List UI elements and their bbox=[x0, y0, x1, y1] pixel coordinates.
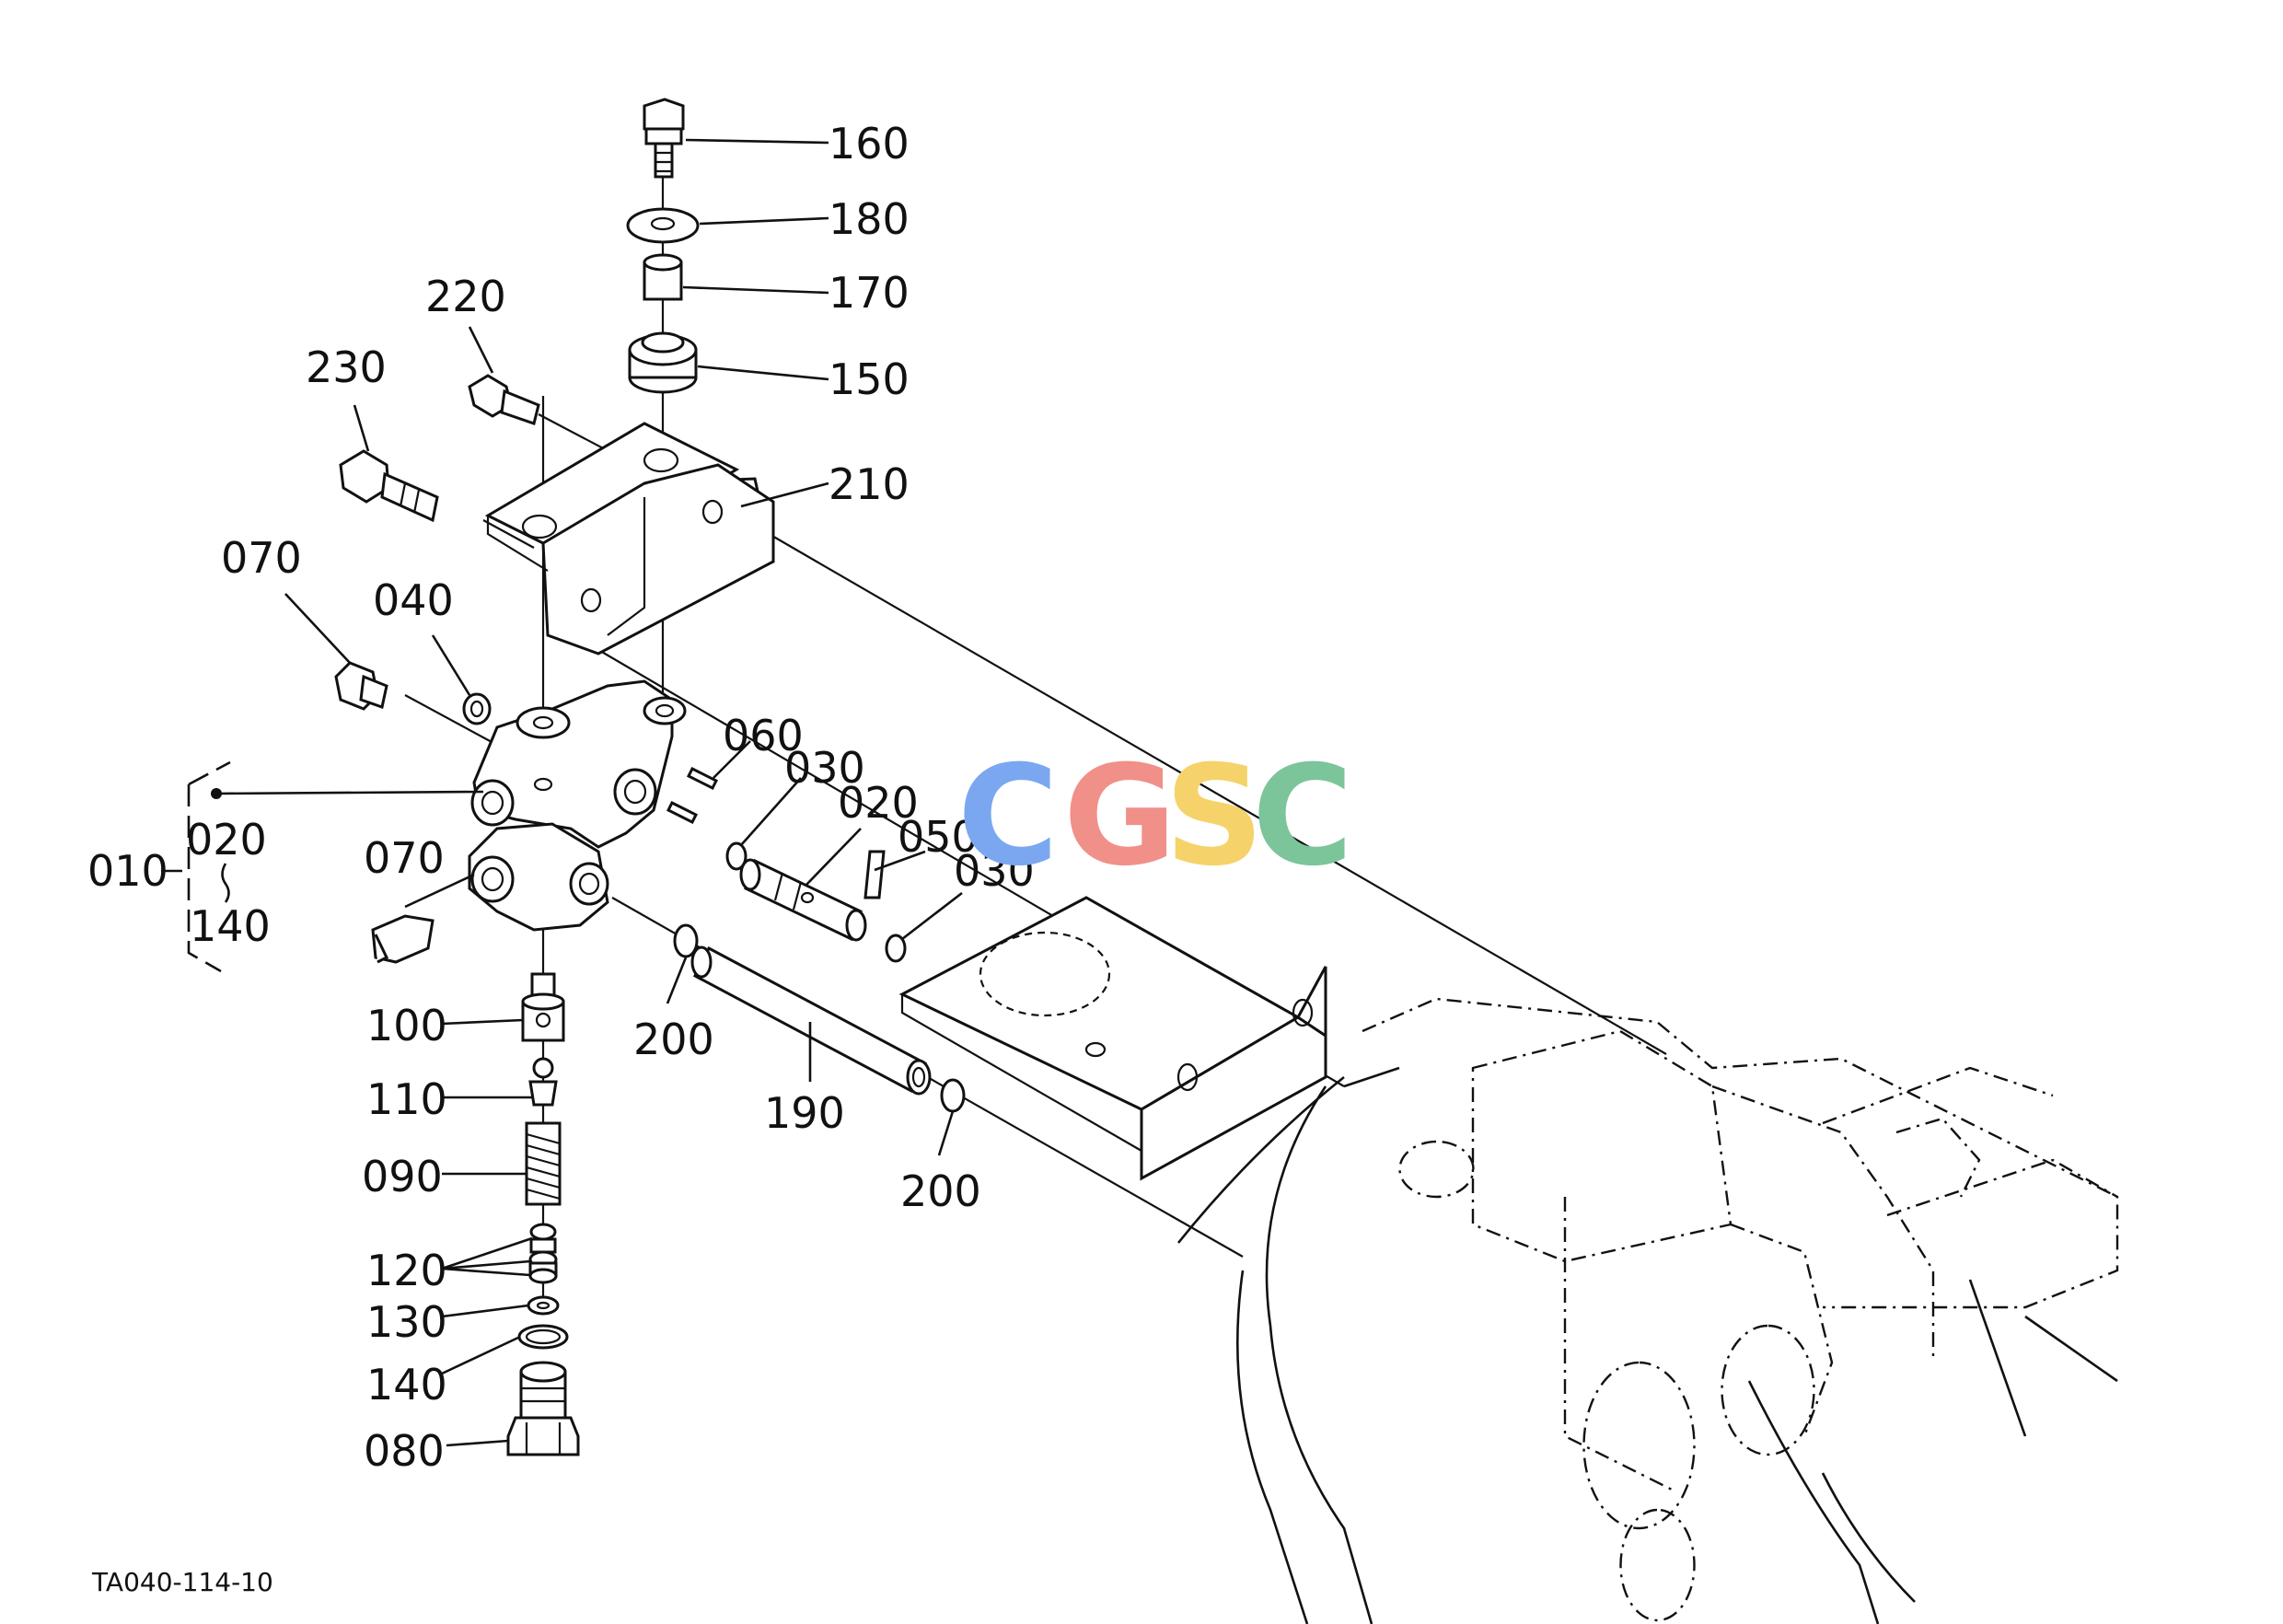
bracket-210 bbox=[484, 422, 775, 655]
callout-070-upper: 070 bbox=[221, 533, 302, 583]
callout-020-range-start: 020 bbox=[186, 815, 267, 864]
o-ring-200-b bbox=[940, 1078, 966, 1113]
collar-170 bbox=[643, 253, 683, 301]
callout-030-a: 030 bbox=[784, 743, 865, 793]
callout-080: 080 bbox=[364, 1426, 445, 1476]
callout-040: 040 bbox=[373, 575, 454, 625]
washer-180 bbox=[626, 207, 700, 244]
shims-120 bbox=[528, 1223, 558, 1284]
callout-labels: 160 180 170 150 220 230 210 070 040 060 … bbox=[87, 119, 1035, 1476]
callout-160: 160 bbox=[829, 119, 910, 168]
callout-180: 180 bbox=[829, 194, 910, 244]
spool-020 bbox=[739, 858, 867, 942]
bolt-220 bbox=[468, 374, 540, 425]
watermark-letter-1: C bbox=[957, 737, 1059, 897]
watermark-letter-4: C bbox=[1252, 737, 1353, 897]
callout-140: 140 bbox=[366, 1360, 447, 1409]
callout-210: 210 bbox=[829, 459, 910, 509]
leader-lines bbox=[211, 138, 963, 1447]
callout-200-b: 200 bbox=[900, 1166, 981, 1216]
spring-090 bbox=[525, 1121, 562, 1206]
plug-070-upper bbox=[334, 661, 388, 711]
callout-090: 090 bbox=[362, 1152, 443, 1201]
tube-190 bbox=[690, 945, 932, 1096]
o-ring-140 bbox=[517, 1324, 569, 1350]
group-bracket-010 bbox=[161, 760, 231, 973]
clip-040 bbox=[462, 692, 492, 725]
callout-190: 190 bbox=[764, 1088, 845, 1138]
callout-200-a: 200 bbox=[633, 1015, 714, 1064]
callout-050: 050 bbox=[898, 812, 979, 862]
callout-130: 130 bbox=[366, 1297, 447, 1347]
valve-body-010 bbox=[468, 679, 687, 932]
watermark-letter-2: G bbox=[1063, 737, 1176, 897]
o-ring-030-a bbox=[725, 841, 747, 871]
bolt-230 bbox=[339, 449, 439, 523]
watermark-letter-3: S bbox=[1165, 737, 1264, 897]
poppet-100 bbox=[521, 972, 565, 1042]
plug-080 bbox=[506, 1361, 580, 1456]
callout-120: 120 bbox=[366, 1246, 447, 1295]
callout-070-lower: 070 bbox=[364, 833, 445, 883]
callout-030-b: 030 bbox=[954, 846, 1035, 896]
callout-100: 100 bbox=[366, 1001, 447, 1050]
bolt-160 bbox=[643, 98, 685, 179]
callout-060: 060 bbox=[723, 711, 804, 760]
callout-110: 110 bbox=[366, 1074, 447, 1124]
bushing-150 bbox=[628, 331, 698, 394]
callout-140-range-end: 140 bbox=[190, 901, 271, 951]
washer-130 bbox=[527, 1295, 560, 1316]
pin-050 bbox=[863, 850, 886, 899]
pin-060 bbox=[666, 766, 719, 825]
mounting-plate bbox=[898, 896, 1327, 1181]
callout-230: 230 bbox=[306, 342, 387, 392]
watermark-logo: C G S C bbox=[957, 737, 1353, 897]
callout-170: 170 bbox=[829, 268, 910, 318]
o-ring-200-a bbox=[673, 923, 699, 958]
o-ring-030-b bbox=[885, 934, 907, 963]
plug-070-lower bbox=[371, 914, 435, 964]
callout-220: 220 bbox=[425, 272, 506, 321]
ball-110 bbox=[528, 1057, 558, 1107]
tractor-housing-outline bbox=[1176, 997, 2119, 1624]
callout-150: 150 bbox=[829, 354, 910, 404]
callout-020-a: 020 bbox=[838, 778, 919, 828]
drawing-code: TA040-114-10 bbox=[91, 1567, 273, 1597]
callout-010: 010 bbox=[87, 846, 168, 896]
